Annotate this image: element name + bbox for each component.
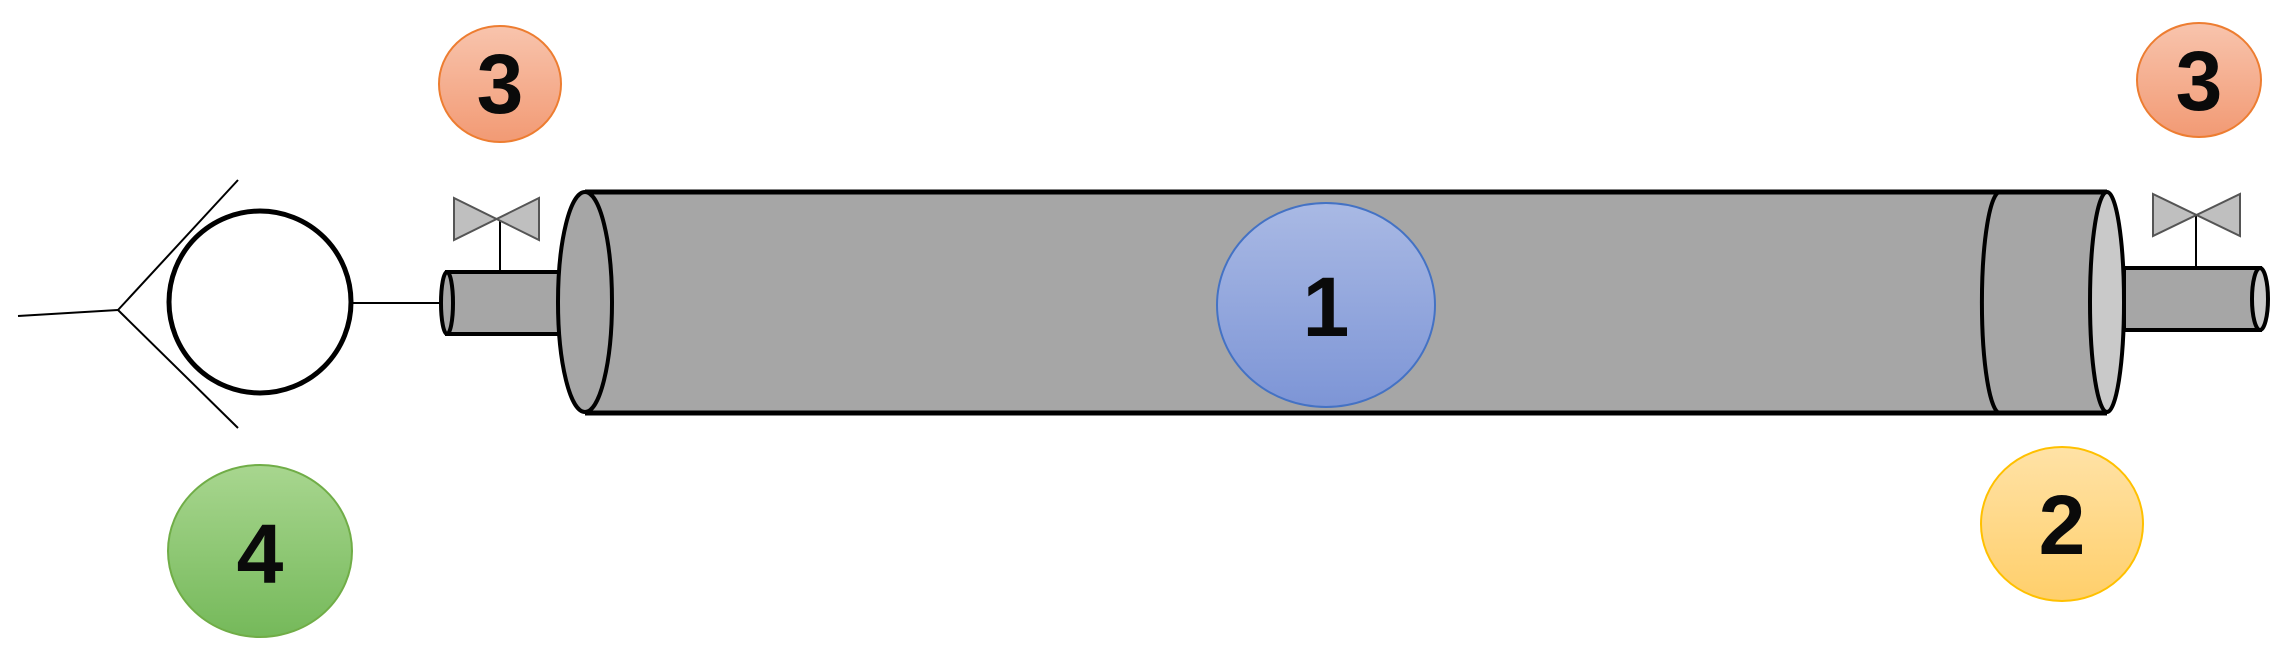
piston-disc (1979, 190, 2001, 415)
badge-pump: 4 (167, 464, 353, 638)
pump-inlet-line (17, 309, 119, 317)
badge-piston: 2 (1980, 446, 2144, 602)
left-valve (453, 196, 540, 270)
badge-valve-right-label: 3 (2176, 34, 2223, 128)
pump-rotor (166, 208, 354, 396)
column-right-cap (2088, 190, 2126, 414)
column-left-end (556, 190, 614, 414)
badge-valve-left-label: 3 (477, 37, 524, 131)
right-valve (2152, 192, 2241, 266)
badge-column-label: 1 (1303, 260, 1350, 354)
pump-symbol (17, 179, 443, 429)
badge-piston-label: 2 (2039, 478, 2086, 572)
badge-valve-right: 3 (2136, 22, 2262, 138)
badge-valve-left: 3 (438, 25, 562, 143)
left-inlet-pipe (439, 270, 561, 336)
pump-leg-lower (117, 309, 239, 429)
right-outlet-pipe (2122, 266, 2270, 332)
pump-leg-upper (117, 179, 239, 311)
badge-column: 1 (1216, 202, 1436, 408)
badge-pump-label: 4 (237, 507, 284, 601)
